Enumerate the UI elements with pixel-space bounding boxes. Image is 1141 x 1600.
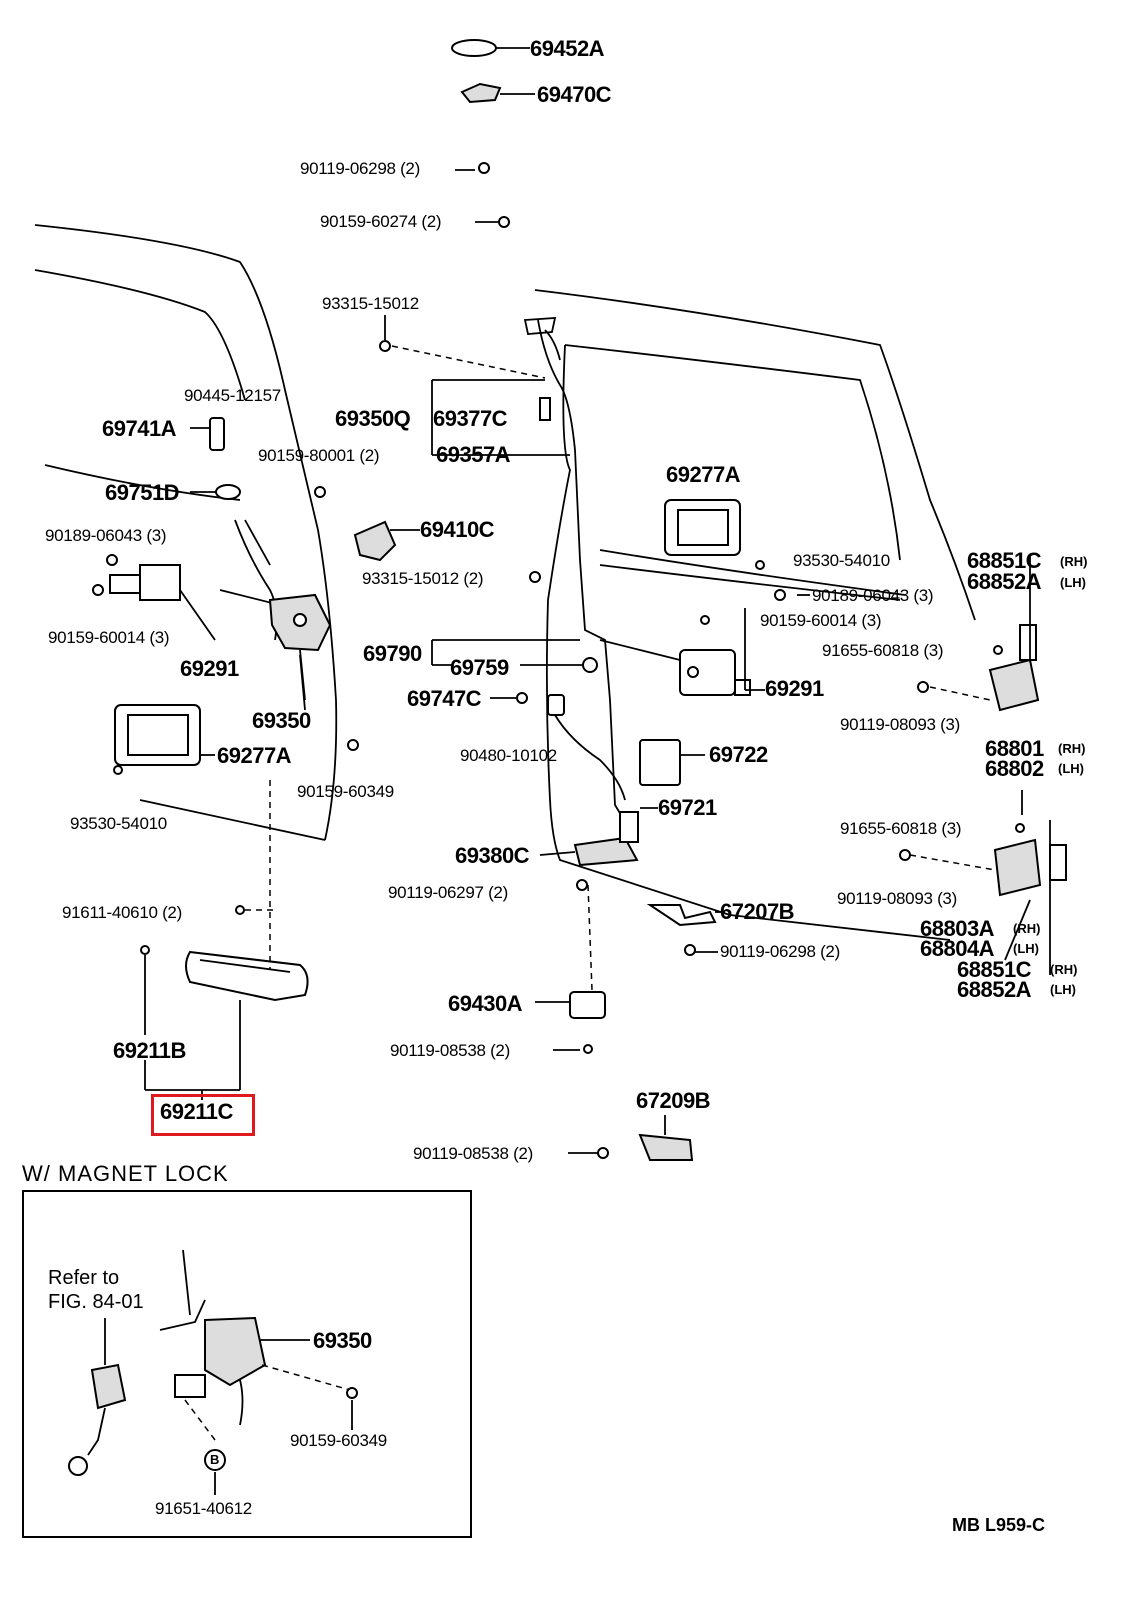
part-label-90119-08093-lower: 90119-08093 (3) [837, 889, 957, 908]
side-label-rh: (RH) [1060, 554, 1088, 569]
part-label-91655-60818-lower: 91655-60818 (3) [840, 819, 962, 838]
part-label-69377C: 69377C [433, 406, 508, 431]
part-label-90159-60274: 90159-60274 (2) [320, 212, 442, 231]
part-label-69357A: 69357A [436, 442, 511, 467]
part-label-69790: 69790 [363, 641, 422, 666]
part-label-90159-60014-right: 90159-60014 (3) [760, 611, 882, 630]
misc-fastener-icons [209, 397, 786, 751]
part-label-68804A: 68804A [920, 936, 995, 961]
part-label-69452A: 69452A [530, 36, 605, 61]
side-label-lh: (LH) [1060, 575, 1086, 590]
inset-magnet-lock-drawing [68, 1249, 358, 1495]
part-label-90480-10102: 90480-10102 [460, 746, 557, 765]
part-label-69430A: 69430A [448, 991, 523, 1016]
part-label-90189-06043-right: 90189-06043 (3) [812, 586, 934, 605]
highlight-box [151, 1094, 255, 1136]
part-label-91611-40610: 91611-40610 (2) [62, 903, 182, 922]
part-label-69277A-upper: 69277A [666, 462, 741, 487]
side-label-lh: (LH) [1050, 982, 1076, 997]
part-label-68803A: 68803A [920, 916, 995, 941]
side-label-lh: (LH) [1058, 761, 1084, 776]
part-label-90119-08093: 90119-08093 (3) [840, 715, 960, 734]
inset-part-label-69350: 69350 [313, 1328, 372, 1353]
clip-69470C-icon [460, 82, 535, 104]
part-label-93530-54010: 93530-54010 [793, 551, 890, 570]
part-label-68852A: 68852A [967, 569, 1042, 594]
part-label-69350: 69350 [252, 708, 311, 733]
part-label-69722: 69722 [709, 742, 768, 767]
part-label-93315-15012-2: 93315-15012 (2) [362, 569, 484, 588]
part-label-68802: 68802 [985, 756, 1044, 781]
outside-handle-69211C-icon [140, 780, 309, 1002]
striker-69291-right-icon [679, 649, 751, 696]
part-label-90159-60349: 90159-60349 [297, 782, 394, 801]
part-label-69751D: 69751D [105, 480, 180, 505]
inset-title: W/ MAGNET LOCK [22, 1161, 229, 1186]
inset-part-label-90159-60349: 90159-60349 [290, 1431, 387, 1450]
lock-69380C-icon [573, 811, 639, 991]
door-hinge-upper-icon [917, 624, 1040, 712]
inset-box [22, 1190, 472, 1538]
part-label-69211C-highlighted[interactable]: 69211C [160, 1099, 233, 1124]
side-label-rh: (RH) [1058, 741, 1086, 756]
inside-handle-bezel-right-icon [664, 499, 765, 570]
inside-handle-bezel-left-icon [113, 704, 201, 775]
part-label-67207B: 67207B [720, 899, 795, 924]
part-label-68851C-lower: 68851C [957, 957, 1032, 982]
part-label-90445-12157: 90445-12157 [184, 386, 281, 405]
part-label-69380C: 69380C [455, 843, 530, 868]
door-lock-69350-icon [268, 593, 332, 652]
figure-code: MB L959-C [952, 1515, 1046, 1535]
inset-note-line1: Refer to [48, 1267, 120, 1289]
door-frame-outline [534, 289, 976, 941]
part-label-69350Q: 69350Q [335, 406, 411, 431]
part-label-68801: 68801 [985, 736, 1044, 761]
part-label-69759: 69759 [450, 655, 509, 680]
screw-icons-top [379, 162, 546, 379]
part-label-69747C: 69747C [407, 686, 482, 711]
part-label-69291-left: 69291 [180, 656, 239, 681]
part-label-90119-06297: 90119-06297 (2) [388, 883, 508, 902]
part-label-90119-08538: 90119-08538 (2) [390, 1041, 510, 1060]
part-label-69470C: 69470C [537, 82, 612, 107]
inset-marker-b: B [210, 1452, 220, 1467]
part-label-69211B: 69211B [113, 1038, 186, 1063]
pad-69722-icon [639, 739, 705, 786]
striker-69291-icon [92, 554, 181, 601]
part-label-69410C: 69410C [420, 517, 495, 542]
part-label-69721: 69721 [658, 795, 717, 820]
part-label-90159-60014-left: 90159-60014 (3) [48, 628, 170, 647]
part-label-69291-right: 69291 [765, 676, 824, 701]
part-label-90119-08538-lower: 90119-08538 (2) [413, 1144, 533, 1163]
side-label-lh: (LH) [1013, 941, 1039, 956]
part-label-91655-60818: 91655-60818 (3) [822, 641, 944, 660]
door-panel-outline [34, 224, 338, 841]
door-hinge-lower-icon [899, 555, 1067, 975]
part-label-69277A-lower: 69277A [217, 743, 292, 768]
inset-part-label-91651-40612: 91651-40612 [155, 1499, 252, 1518]
part-label-69741A: 69741A [102, 416, 177, 441]
clip-69452A-icon [451, 39, 530, 57]
part-label-68851C: 68851C [967, 548, 1042, 573]
part-label-93315-15012: 93315-15012 [322, 294, 419, 313]
part-label-90189-06043: 90189-06043 (3) [45, 526, 167, 545]
bracket-67207B-icon [646, 904, 717, 956]
part-label-90119-06298-lower: 90119-06298 (2) [720, 942, 840, 961]
part-label-67209B: 67209B [636, 1088, 711, 1113]
bracket-67209B-icon [597, 1133, 694, 1161]
part-label-90119-06298: 90119-06298 (2) [300, 159, 420, 178]
leader-lines [144, 379, 1031, 1154]
door-check-69430A-icon [569, 991, 606, 1054]
side-label-rh: (RH) [1050, 962, 1078, 977]
side-label-rh: (RH) [1013, 921, 1041, 936]
part-label-90159-80001: 90159-80001 (2) [258, 446, 380, 465]
part-label-68852A-lower: 68852A [957, 977, 1032, 1002]
inset-note-line2: FIG. 84-01 [48, 1291, 144, 1313]
part-label-93530-54010-left: 93530-54010 [70, 814, 167, 833]
